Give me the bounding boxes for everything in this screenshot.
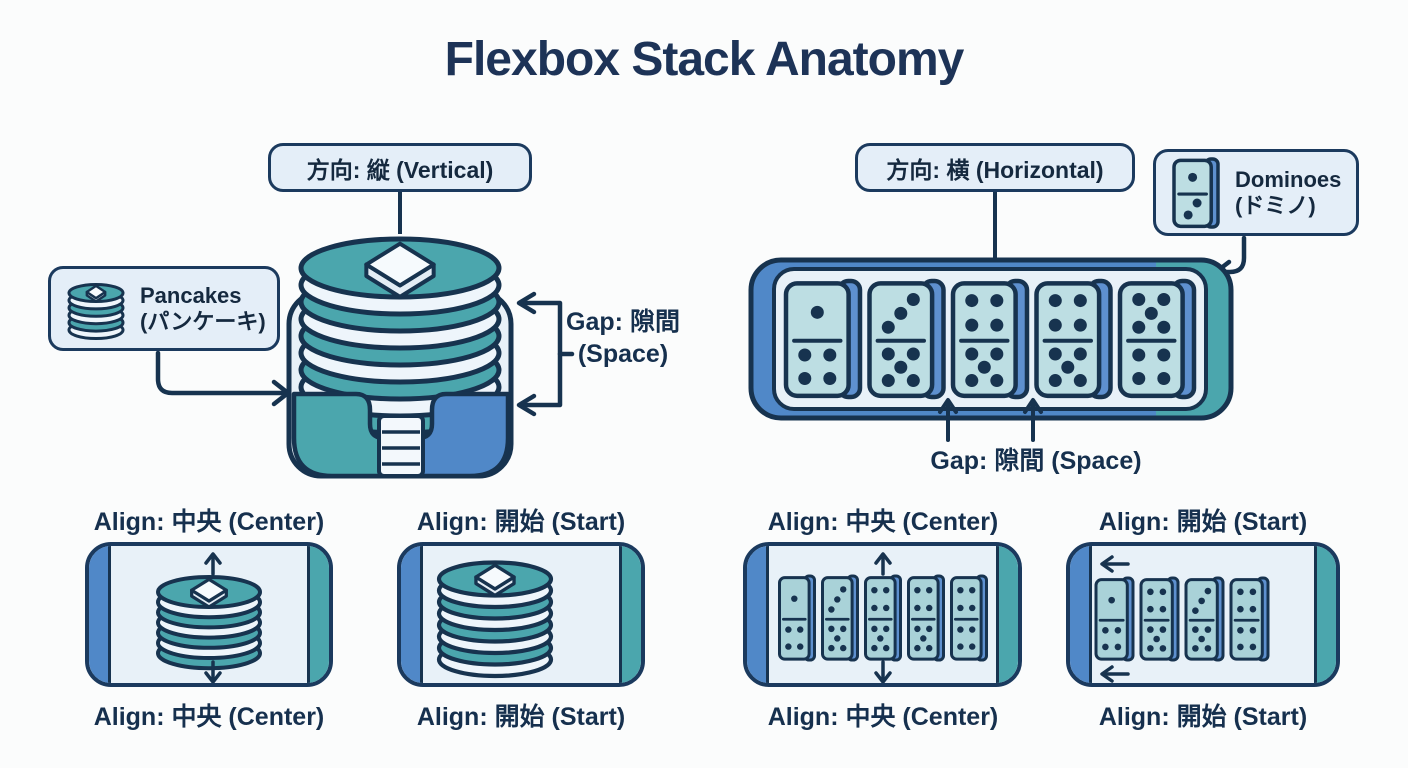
align-label-top-1: Align: 中央 (Center) (93, 508, 325, 536)
align-label-top-4: Align: 開始 (Start) (1098, 508, 1308, 536)
diagram-title: Flexbox Stack Anatomy (444, 33, 965, 86)
panel-left-band (401, 546, 423, 683)
gap-up-arrow-1 (938, 398, 958, 442)
pancakes-icon (65, 279, 127, 340)
domino-row-illustration (748, 257, 1234, 421)
align-panel-pancakes-center (85, 542, 333, 687)
dominoes-callout-text: Dominoes (ドミノ) (1235, 167, 1341, 219)
panel-right-band (1314, 546, 1336, 683)
panel-left-band (89, 546, 111, 683)
vertical-connector-line (398, 192, 402, 234)
pancake-stack-illustration (286, 226, 514, 480)
vertical-gap-label: Gap: 隙間 (Space) (548, 306, 698, 370)
panel-right-band (996, 546, 1018, 683)
align-panel-pancakes-start (397, 542, 645, 687)
align-label-bottom-2: Align: 開始 (Start) (416, 703, 626, 731)
dominoes-name: Dominoes (1235, 166, 1342, 192)
panel-right-band (619, 546, 641, 683)
pancakes-callout: Pancakes (パンケーキ) (48, 266, 280, 351)
align-label-top-3: Align: 中央 (Center) (767, 508, 999, 536)
pancakes-name: Pancakes (140, 282, 242, 308)
pancakes-name-ja: (パンケーキ) (140, 308, 266, 334)
align-label-bottom-4: Align: 開始 (Start) (1098, 703, 1308, 731)
align-panel-dominoes-start (1066, 542, 1340, 687)
horizontal-direction-label: 方向: 横 (Horizontal) (855, 143, 1135, 192)
gap-up-arrow-2 (1023, 398, 1043, 442)
dominoes-name-ja: (ドミノ) (1235, 192, 1316, 218)
align-label-bottom-1: Align: 中央 (Center) (93, 703, 325, 731)
dominoes-icon (1170, 156, 1222, 230)
vertical-gap-line1: Gap: 隙間 (566, 308, 680, 336)
pancakes-callout-arrow (155, 350, 291, 407)
dominoes-callout: Dominoes (ドミノ) (1153, 149, 1359, 236)
vertical-direction-label: 方向: 縦 (Vertical) (268, 143, 532, 192)
pancakes-callout-text: Pancakes (パンケーキ) (140, 283, 266, 335)
align-panel-dominoes-center (743, 542, 1022, 687)
vertical-direction-text: 方向: 縦 (Vertical) (306, 156, 494, 183)
panel-right-band (307, 546, 329, 683)
align-label-top-2: Align: 開始 (Start) (416, 508, 626, 536)
panel-left-band (747, 546, 769, 683)
vertical-gap-line2: (Space) (577, 340, 669, 368)
horizontal-connector-line (993, 192, 997, 258)
gap-bracket-arrows (516, 291, 575, 417)
horizontal-gap-label: Gap: 隙間 (Space) (930, 447, 1142, 475)
panel-left-band (1070, 546, 1092, 683)
align-label-bottom-3: Align: 中央 (Center) (767, 703, 999, 731)
horizontal-direction-text: 方向: 横 (Horizontal) (886, 156, 1104, 183)
